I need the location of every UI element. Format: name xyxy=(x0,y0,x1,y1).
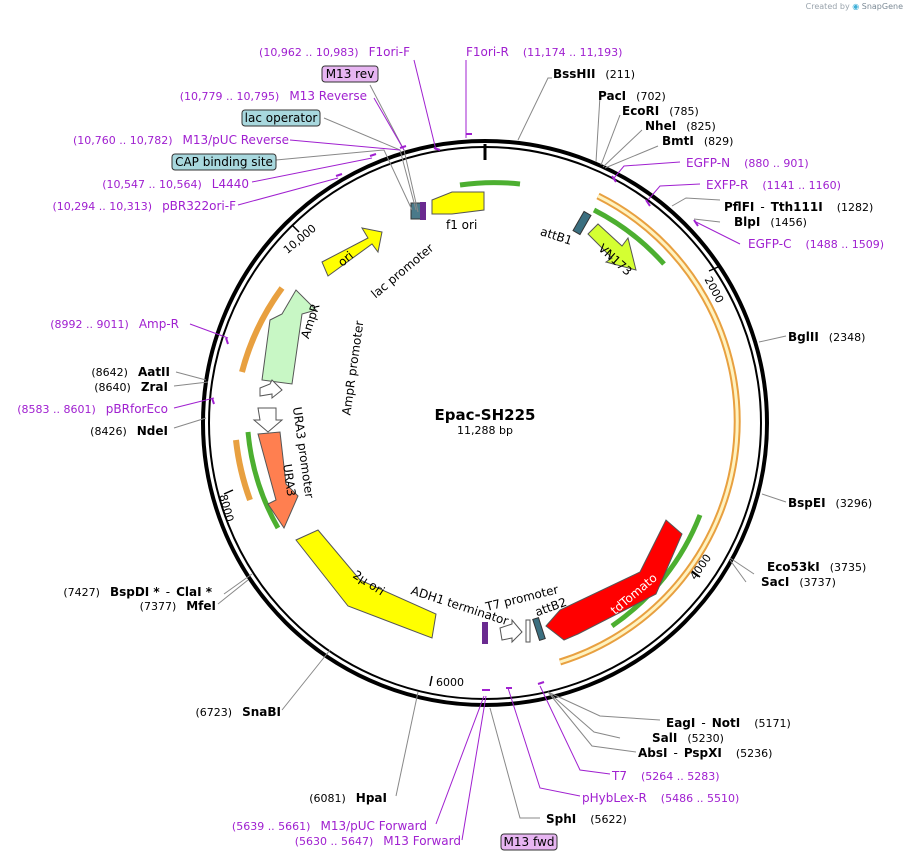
primer-m13-reverse[interactable]: (10,779 .. 10,795)M13 Reverse xyxy=(180,89,367,103)
enzyme-saci[interactable]: SacI(3737) xyxy=(761,575,836,589)
primer-phyblex-r[interactable]: pHybLex-R(5486 .. 5510) xyxy=(582,791,739,805)
enzyme-paci[interactable]: PacI(702) xyxy=(598,89,666,103)
primer-ticks xyxy=(211,133,699,691)
inner-arcs xyxy=(233,180,741,666)
enzyme-aatii[interactable]: (8642)AatII xyxy=(91,365,170,379)
ura3-orange-arc xyxy=(233,439,253,502)
enzyme-labels-right: BssHII(211) PacI(702) EcoRI(785) NheI(82… xyxy=(546,67,873,826)
primer-f1ori-r[interactable]: F1ori-R(11,174 .. 11,193) xyxy=(466,45,622,59)
enzyme-nhei[interactable]: NheI(825) xyxy=(645,119,716,133)
enzyme-labels-left: (6081)HpaI (6723)SnaBI (7377)MfeI (7427)… xyxy=(63,365,387,805)
vn173-green-arc xyxy=(592,207,666,266)
label-f1-ori: f1 ori xyxy=(446,218,477,232)
primer-l4440[interactable]: (10,547 .. 10,564)L4440 xyxy=(102,177,249,191)
features xyxy=(252,191,683,644)
enzyme-pflfi-tth111i[interactable]: PflFI-Tth111I(1282) xyxy=(724,200,873,214)
enzyme-snabi[interactable]: (6723)SnaBI xyxy=(196,705,281,719)
enzyme-ndei[interactable]: (8426)NdeI xyxy=(90,424,168,438)
tdtomato-green-arc xyxy=(610,514,703,629)
attb1-block[interactable] xyxy=(572,210,592,236)
position-ticks: 2000 4000 6000 8000 10,000 xyxy=(216,222,726,689)
credit-brand: SnapGene xyxy=(861,2,903,11)
primer-m13puc-forward[interactable]: (5639 .. 5661)M13/pUC Forward xyxy=(232,819,427,833)
ura3-green-arc xyxy=(245,431,281,530)
enzyme-ecori[interactable]: EcoRI(785) xyxy=(622,104,699,118)
tick-10000: 10,000 xyxy=(281,222,319,257)
plasmid-size: 11,288 bp xyxy=(457,424,513,437)
attb2-left-block[interactable] xyxy=(525,619,531,643)
tick-6000: 6000 xyxy=(436,676,464,689)
plasmid-name: Epac-SH225 xyxy=(435,406,536,424)
enzyme-hpai[interactable]: (6081)HpaI xyxy=(309,791,387,805)
ori-arrow[interactable] xyxy=(321,227,383,277)
primer-exfp-r[interactable]: EXFP-R(1141 .. 1160) xyxy=(706,178,841,192)
primer-labels: F1ori-R(11,174 .. 11,193) (10,962 .. 10,… xyxy=(17,45,884,848)
m13-rev-box[interactable] xyxy=(321,65,379,83)
primer-egfp-c[interactable]: EGFP-C(1488 .. 1509) xyxy=(748,237,884,251)
primer-egfp-n[interactable]: EGFP-N(880 .. 901) xyxy=(686,156,809,170)
f1-ori-arrow[interactable] xyxy=(431,191,485,215)
enzyme-blpi[interactable]: BlpI(1456) xyxy=(734,215,807,229)
lac-operator-block[interactable] xyxy=(420,202,426,220)
enzyme-zrai[interactable]: (8640)ZraI xyxy=(94,380,168,394)
primer-pbrforeco[interactable]: (8583 .. 8601)pBRforEco xyxy=(17,402,168,416)
label-attb1: attB1 xyxy=(539,224,574,247)
ampr-arrow[interactable] xyxy=(261,289,317,385)
m13-rev-text: M13 rev xyxy=(326,67,375,81)
enzyme-mfei[interactable]: (7377)MfeI xyxy=(140,599,216,613)
snapgene-credit: Created by ◉ SnapGene xyxy=(806,2,903,11)
credit-text: Created by xyxy=(805,2,850,11)
enzyme-bmti[interactable]: BmtI(829) xyxy=(662,134,733,148)
primer-f1ori-f[interactable]: (10,962 .. 10,983)F1ori-F xyxy=(259,45,410,59)
primer-amp-r[interactable]: (8992 .. 9011)Amp-R xyxy=(50,317,179,331)
primer-t7[interactable]: T7(5264 .. 5283) xyxy=(611,769,720,783)
enzyme-bspdi-clai[interactable]: (7427)BspDI *-ClaI * xyxy=(63,585,212,599)
cap-site-box[interactable] xyxy=(171,153,277,171)
adh1-terminator-block[interactable] xyxy=(482,622,488,644)
label-ura3: URA3 xyxy=(280,463,298,497)
enzyme-bspei[interactable]: BspEI(3296) xyxy=(788,496,872,510)
enzyme-absi-pspxi[interactable]: AbsI-PspXI(5236) xyxy=(638,746,772,760)
m13-fwd-text: M13 fwd xyxy=(504,835,555,849)
cap-site-text: CAP binding site xyxy=(175,155,273,169)
lac-operator-box[interactable] xyxy=(241,109,321,127)
enzyme-bsshii[interactable]: BssHII(211) xyxy=(553,67,635,81)
vn173-arrow[interactable] xyxy=(587,223,637,271)
ampr-orange-arc xyxy=(239,286,285,373)
t7-promoter-arrow[interactable] xyxy=(499,618,523,644)
two-micron-ori-block[interactable] xyxy=(295,529,437,639)
egfp-orange-arc-core xyxy=(559,194,739,664)
enzyme-eagi-noti[interactable]: EagI-NotI(5171) xyxy=(666,716,791,730)
enzyme-bglii[interactable]: BglII(2348) xyxy=(788,330,865,344)
ura3-promoter-arrow[interactable] xyxy=(252,407,284,433)
attb2-block[interactable] xyxy=(532,616,546,642)
primer-m13puc-reverse[interactable]: (10,760 .. 10,782)M13/pUC Reverse xyxy=(73,133,289,147)
ampr-promoter-arrow[interactable] xyxy=(259,379,283,400)
enzyme-eco53ki[interactable]: Eco53kI(3735) xyxy=(767,560,866,574)
lac-operator-text: lac operator xyxy=(245,111,318,125)
enzyme-sphi[interactable]: SphI(5622) xyxy=(546,812,627,826)
enzyme-sali[interactable]: SalI(5230) xyxy=(652,731,724,745)
leader-lines xyxy=(173,59,787,841)
m13-fwd-box[interactable] xyxy=(500,833,558,851)
primer-pbr322ori-f[interactable]: (10,294 .. 10,313)pBR322ori-F xyxy=(53,199,237,213)
f1-green-arc xyxy=(459,180,521,188)
ura3-arrow[interactable] xyxy=(257,431,299,530)
primer-m13-forward[interactable]: (5630 .. 5647)M13 Forward xyxy=(295,834,461,848)
snapgene-logo-icon: ◉ xyxy=(852,2,860,11)
label-ampr-promoter: AmpR promoter xyxy=(339,320,366,416)
boxed-labels: M13 rev lac operator CAP binding site M1… xyxy=(171,65,558,851)
tdtomato-arrow[interactable] xyxy=(545,519,683,641)
